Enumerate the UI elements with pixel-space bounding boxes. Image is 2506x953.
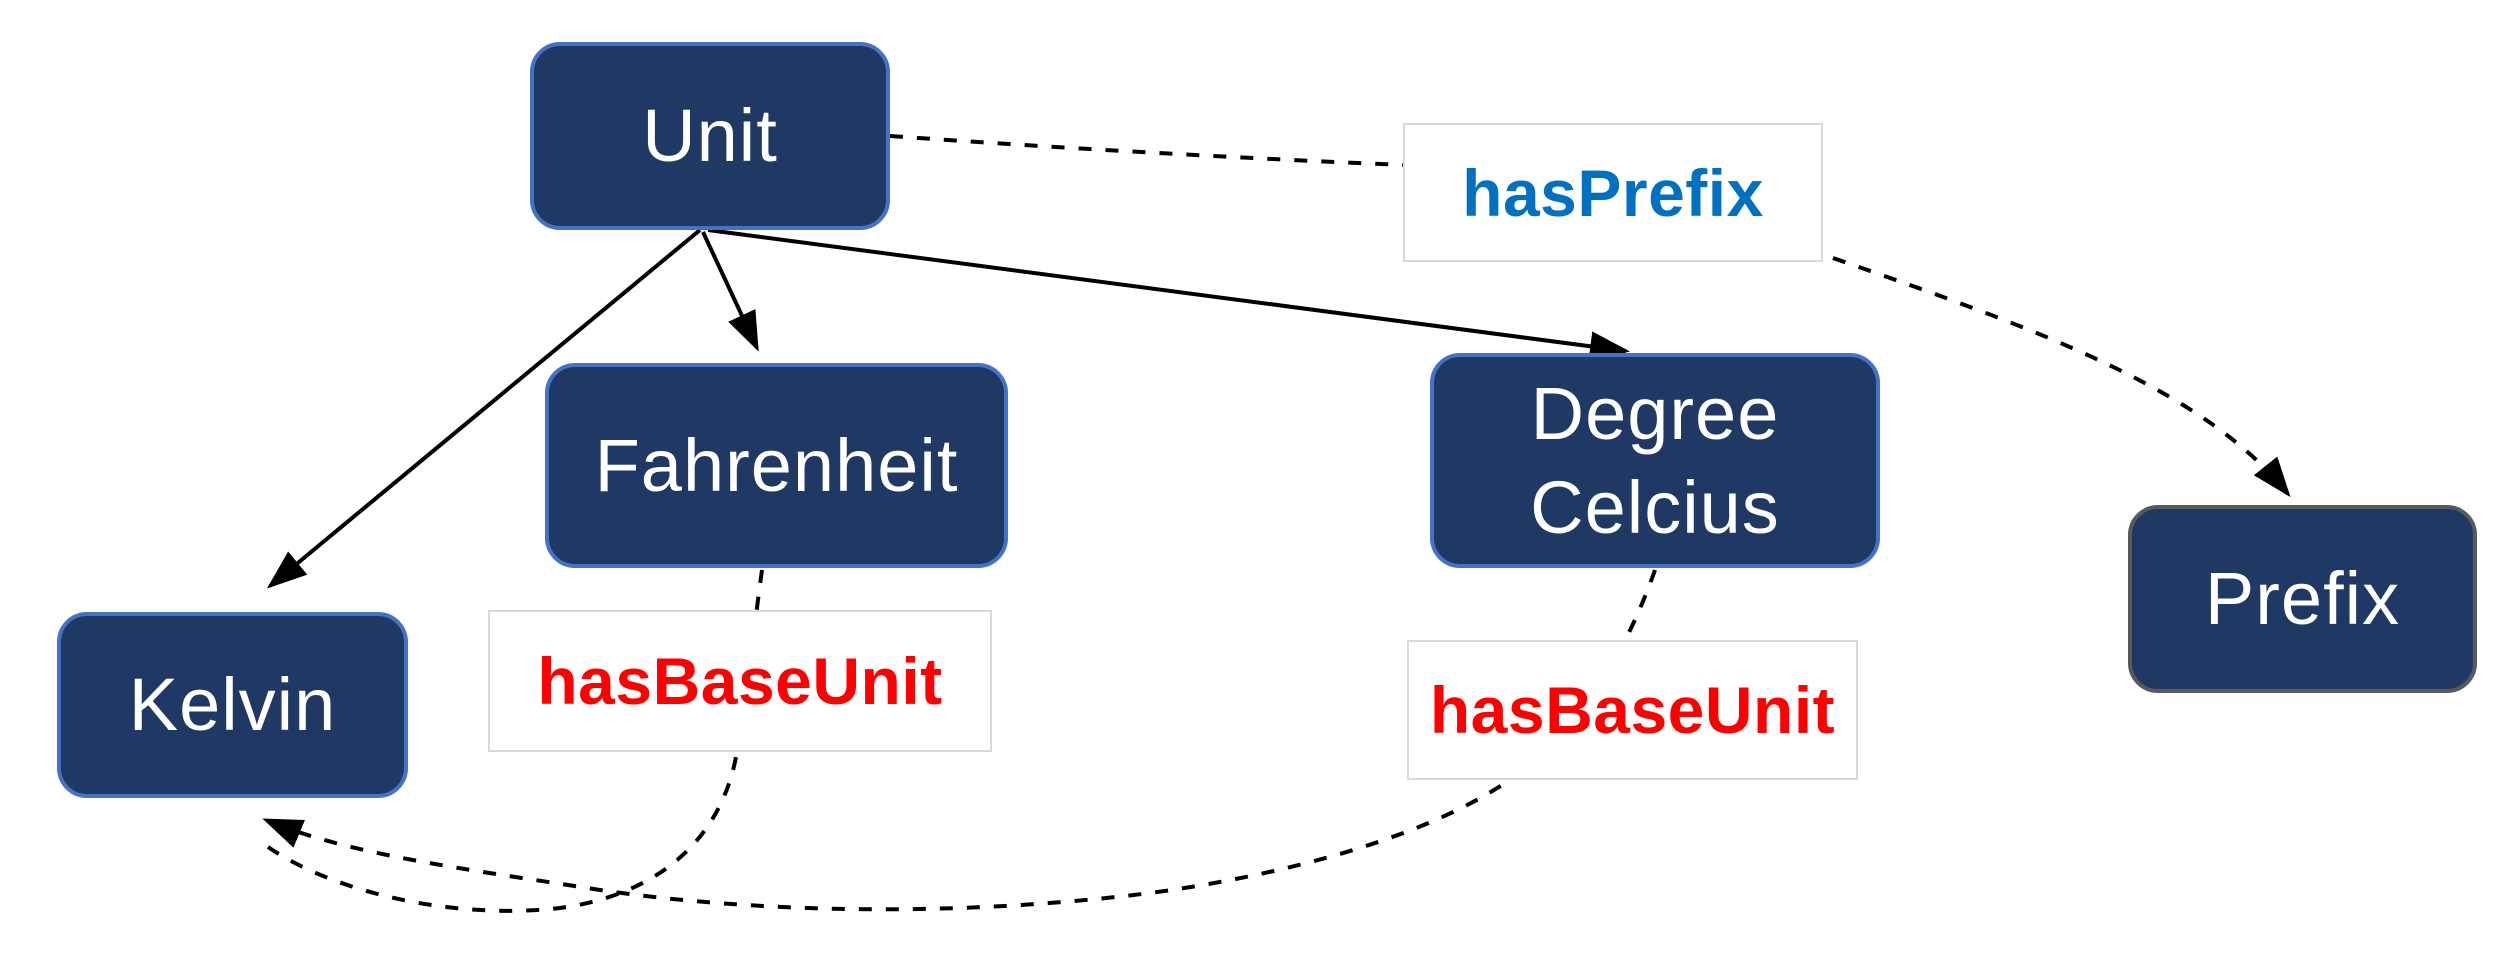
edge-hasprefix-prefix (1832, 256, 2291, 498)
edge-label-hasbaseunit-right-text: hasBaseUnit (1429, 673, 1836, 747)
edge-label-hasprefix: hasPrefix (1403, 123, 1823, 262)
edge-unit-kelvin (266, 228, 702, 589)
edge-degree-celcius-hasbaseunit-kelvin (262, 569, 1657, 912)
edge-label-hasbaseunit-left: hasBaseUnit (488, 610, 992, 752)
edge-label-hasbaseunit-left-text: hasBaseUnit (537, 644, 943, 718)
node-fahrenheit: Fahrenheit (545, 363, 1008, 568)
node-prefix: Prefix (2128, 505, 2477, 693)
node-degree-celcius: Degree Celcius (1430, 353, 1880, 568)
edge-label-hasbaseunit-right: hasBaseUnit (1407, 640, 1858, 780)
node-kelvin-label: Kelvin (128, 663, 337, 747)
node-unit: Unit (530, 42, 890, 230)
node-degree-celcius-label: Degree Celcius (1530, 372, 1780, 549)
edge-unit-degree-celcius (707, 228, 1630, 362)
node-fahrenheit-label: Fahrenheit (594, 423, 959, 507)
edge-label-hasprefix-text: hasPrefix (1462, 155, 1764, 230)
edge-unit-hasprefix (889, 134, 1431, 168)
edge-unit-fahrenheit (701, 231, 759, 352)
node-unit-label: Unit (642, 94, 778, 178)
node-kelvin: Kelvin (57, 612, 408, 798)
node-prefix-label: Prefix (2204, 557, 2401, 641)
